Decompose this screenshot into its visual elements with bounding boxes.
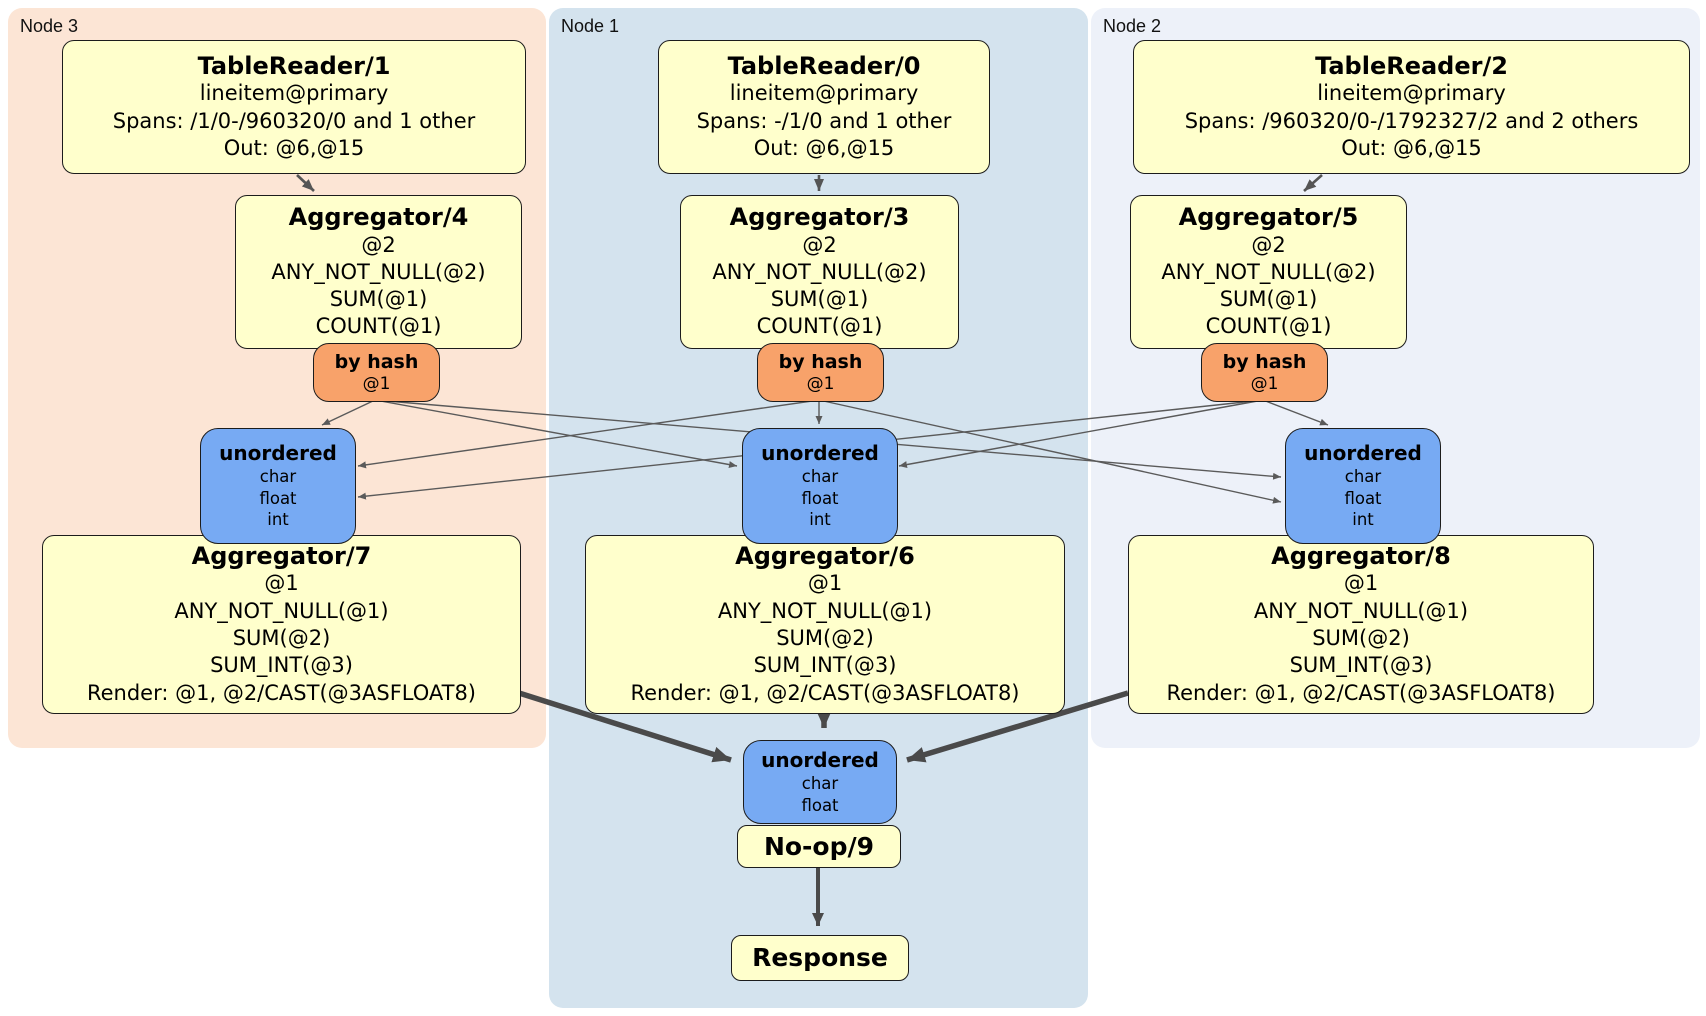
box-line: SUM_INT(@3)	[210, 653, 353, 678]
box-line: ANY_NOT_NULL(@1)	[717, 598, 933, 623]
sync-line: float	[1344, 488, 1382, 508]
sync-line: float	[801, 488, 839, 508]
sync-line: char	[1344, 467, 1382, 487]
box-title: Aggregator/6	[735, 542, 915, 571]
box-title: TableReader/1	[197, 51, 391, 80]
box-line: ANY_NOT_NULL(@1)	[1253, 598, 1469, 623]
box-line: SUM(@1)	[1219, 287, 1318, 312]
box-line: ANY_NOT_NULL(@2)	[271, 259, 486, 284]
sync-line: float	[801, 795, 839, 815]
box-line: @1	[807, 571, 843, 596]
box-line: SUM(@2)	[232, 626, 331, 650]
unordered-sync-node2: unordered char float int	[1285, 428, 1441, 544]
sync-line: float	[259, 488, 297, 508]
tablereader-1-box: TableReader/1 lineitem@primary Spans: /1…	[62, 40, 526, 174]
box-line: ANY_NOT_NULL(@1)	[174, 598, 389, 623]
box-line: lineitem@primary	[729, 81, 919, 106]
router-title: by hash	[778, 350, 863, 373]
box-title: Aggregator/7	[191, 542, 372, 571]
aggregator-8-box: Aggregator/8 @1 ANY_NOT_NULL(@1) SUM(@2)…	[1128, 535, 1594, 714]
aggregator-6-box: Aggregator/6 @1 ANY_NOT_NULL(@1) SUM(@2)…	[585, 535, 1065, 714]
tablereader-edges	[296, 174, 1323, 192]
box-line: SUM(@1)	[770, 287, 869, 312]
node1-label: Node 1	[561, 16, 620, 36]
aggregator-3-box: Aggregator/3 @2 ANY_NOT_NULL(@2) SUM(@1)…	[680, 195, 959, 349]
box-title: Aggregator/8	[1271, 542, 1451, 571]
sync-title: unordered	[1304, 441, 1422, 466]
aggregator-7-box: Aggregator/7 @1 ANY_NOT_NULL(@1) SUM(@2)…	[42, 535, 521, 714]
sync-title: unordered	[219, 441, 337, 466]
hash-router-node3: by hash @1	[313, 343, 440, 402]
sync-line: char	[259, 467, 297, 487]
box-line: COUNT(@1)	[315, 314, 442, 339]
box-line: Out: @6,@15	[1341, 135, 1482, 160]
unordered-sync-node3: unordered char float int	[200, 428, 356, 544]
box-line: SUM_INT(@3)	[1289, 653, 1433, 678]
box-line: Out: @6,@15	[753, 135, 895, 160]
sync-title: unordered	[761, 441, 879, 466]
box-title: TableReader/0	[727, 51, 921, 80]
router-detail: @1	[1250, 373, 1279, 394]
box-line: SUM(@1)	[329, 287, 428, 312]
box-line: ANY_NOT_NULL(@2)	[1161, 259, 1376, 284]
router-title: by hash	[1222, 350, 1307, 373]
router-title: by hash	[334, 350, 419, 373]
sync-line: char	[801, 467, 839, 487]
tablereader-2-box: TableReader/2 lineitem@primary Spans: /9…	[1133, 40, 1690, 174]
box-line: @1	[1343, 571, 1379, 596]
final-unordered-sync: unordered char float	[743, 740, 897, 824]
router-detail: @1	[362, 373, 391, 394]
response-box: Response	[731, 935, 909, 981]
box-line: Render: @1, @2/CAST(@3ASFLOAT8)	[630, 680, 1020, 705]
box-line: lineitem@primary	[199, 81, 389, 106]
box-line: lineitem@primary	[1317, 81, 1506, 106]
node2-label: Node 2	[1103, 16, 1162, 36]
sync-line: int	[267, 510, 289, 530]
box-title: Response	[752, 943, 888, 973]
box-line: Spans: /960320/0-/1792327/2 and 2 others	[1184, 108, 1639, 133]
box-line: SUM(@2)	[1312, 626, 1410, 650]
box-line: @2	[802, 232, 837, 257]
hash-router-node1: by hash @1	[757, 343, 884, 402]
box-line: Spans: -/1/0 and 1 other	[696, 108, 952, 133]
sync-line: int	[809, 510, 831, 530]
hash-router-node2: by hash @1	[1201, 343, 1328, 402]
box-line: Spans: /1/0-/960320/0 and 1 other	[112, 108, 476, 133]
box-line: Out: @6,@15	[223, 135, 365, 160]
box-title: Aggregator/4	[288, 203, 469, 232]
box-line: @2	[1251, 232, 1286, 257]
box-title: Aggregator/3	[729, 203, 910, 232]
box-title: TableReader/2	[1315, 51, 1508, 80]
aggregator-4-box: Aggregator/4 @2 ANY_NOT_NULL(@2) SUM(@1)…	[235, 195, 522, 349]
unordered-sync-node1: unordered char float int	[742, 428, 898, 544]
box-line: ANY_NOT_NULL(@2)	[712, 259, 927, 284]
box-line: @1	[264, 571, 299, 596]
box-line: COUNT(@1)	[1205, 314, 1332, 339]
router-detail: @1	[806, 373, 835, 394]
box-line: SUM(@2)	[776, 626, 874, 650]
noop-9-box: No-op/9	[737, 825, 901, 868]
box-title: Aggregator/5	[1178, 203, 1359, 232]
box-line: SUM_INT(@3)	[753, 653, 897, 678]
box-line: COUNT(@1)	[756, 314, 883, 339]
final-stage-edges	[518, 690, 1129, 763]
sync-title: unordered	[761, 748, 879, 773]
sync-line: char	[801, 774, 839, 794]
aggregator-5-box: Aggregator/5 @2 ANY_NOT_NULL(@2) SUM(@1)…	[1130, 195, 1407, 349]
box-line: Render: @1, @2/CAST(@3ASFLOAT8)	[86, 680, 477, 705]
node3-label: Node 3	[20, 16, 79, 36]
tablereader-0-box: TableReader/0 lineitem@primary Spans: -/…	[658, 40, 990, 174]
sync-line: int	[1352, 510, 1374, 530]
box-title: No-op/9	[763, 831, 875, 861]
box-line: Render: @1, @2/CAST(@3ASFLOAT8)	[1166, 680, 1556, 705]
box-line: @2	[361, 232, 396, 257]
